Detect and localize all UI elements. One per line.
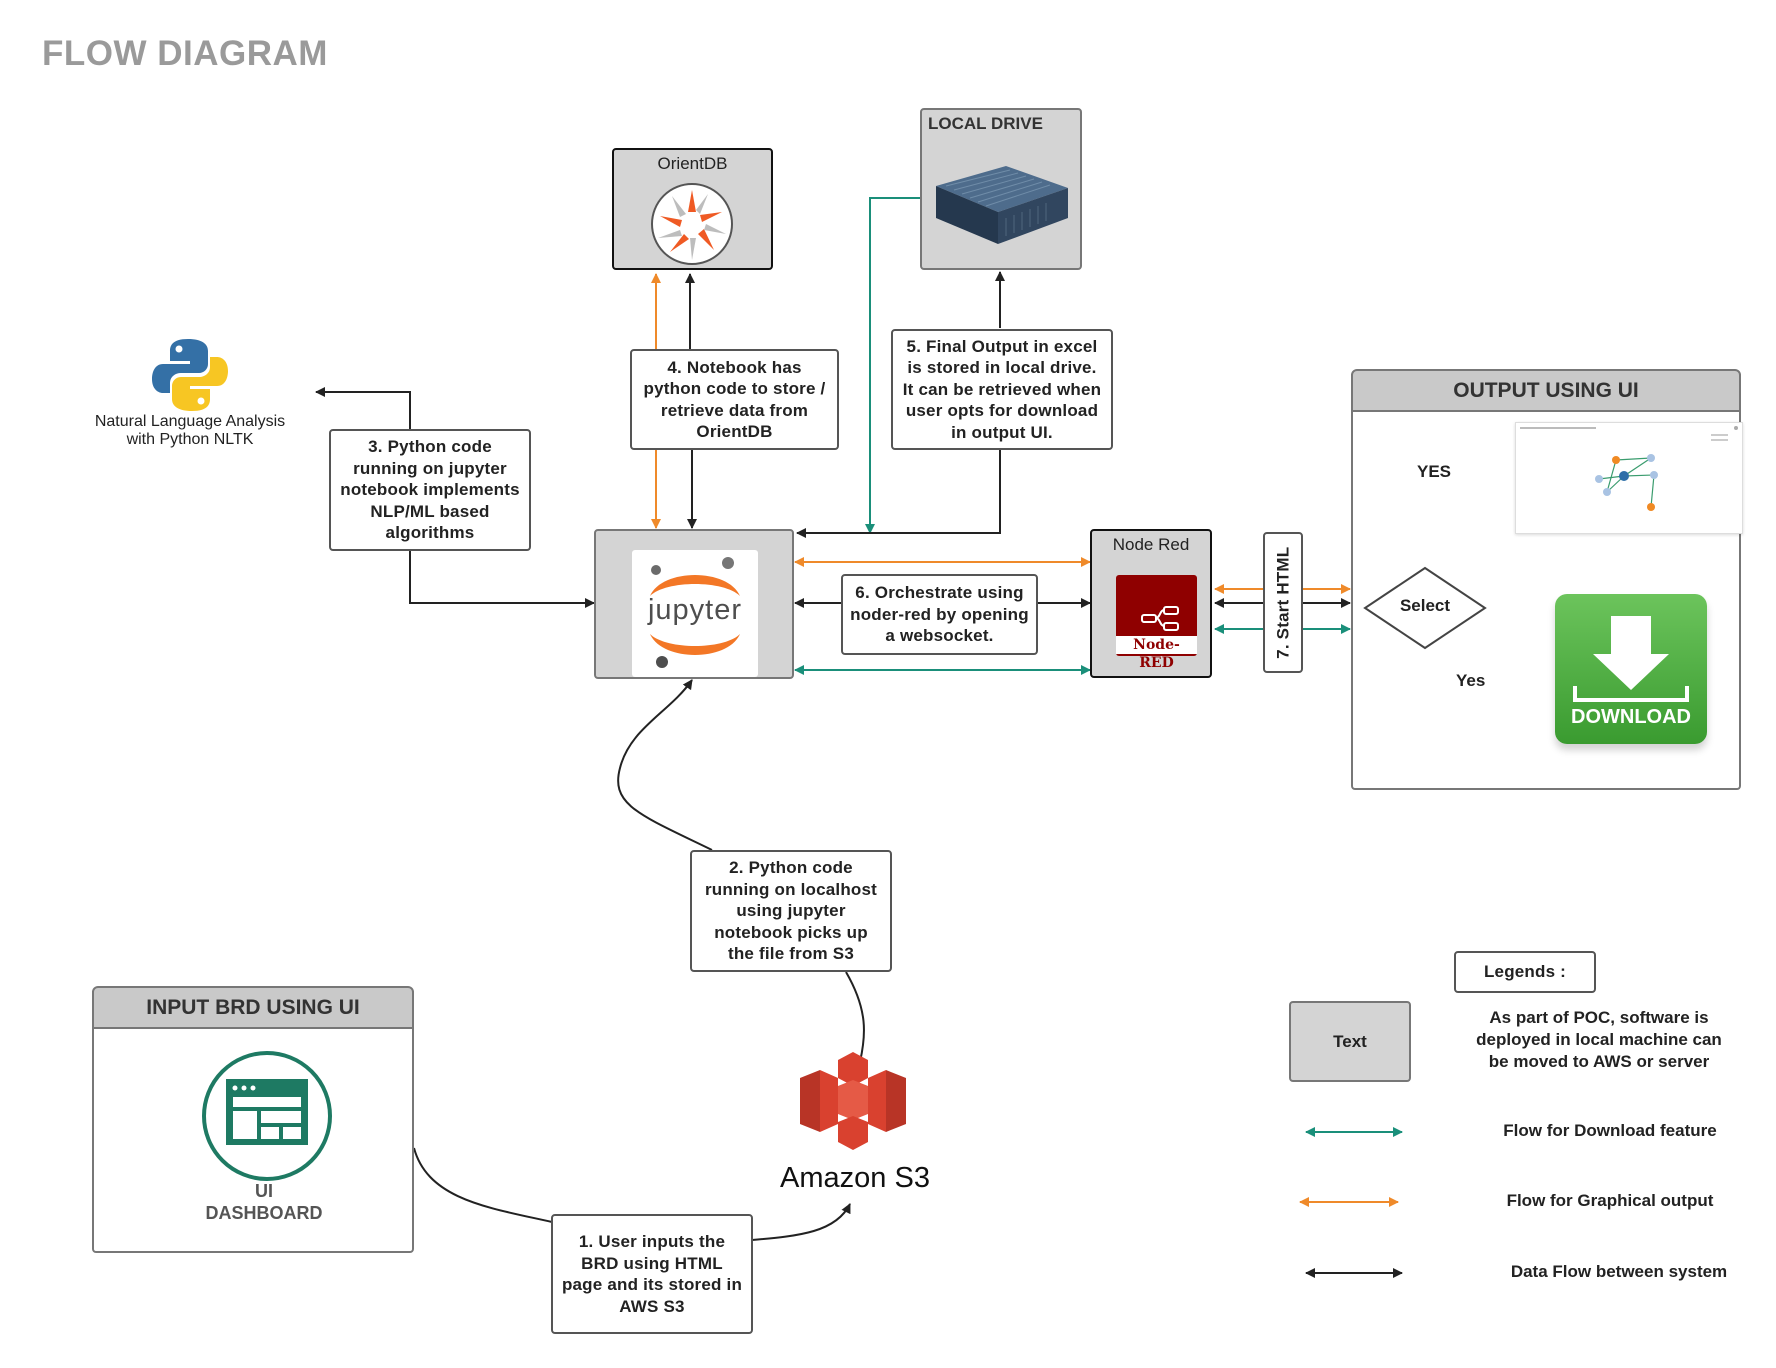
black-step5-jupyter [796,450,1001,538]
input-panel: UI DASHBOARD [92,1027,414,1253]
legend-poc-note: As part of POC, software is deployed in … [1476,1008,1722,1071]
curve-step1-s3 [751,1203,851,1241]
legend-title-box: Legends : [1454,951,1596,993]
step5-box: 5. Final Output in excel is stored in lo… [891,329,1113,450]
python-logo-icon [152,339,228,411]
jupyter-node: jupyter [594,529,794,679]
download-label: DOWNLOAD [1571,706,1691,728]
step1-box: 1. User inputs the BRD using HTML page a… [551,1214,753,1334]
download-button[interactable]: DOWNLOAD [1555,594,1707,744]
output-panel-header: OUTPUT USING UI [1351,369,1741,412]
teal-jupyter-localdrive [865,193,931,534]
output-panel: YES Select Yes [1351,410,1743,790]
step3-box: 3. Python code running on jupyter notebo… [329,429,531,551]
legend-black-text: Data Flow between system [1510,1262,1728,1281]
local-drive-label: LOCAL DRIVE [928,114,1043,133]
download-arrow-icon [1573,616,1689,702]
curve-input-step1 [413,1147,553,1223]
graph-thumbnail [1515,422,1743,534]
select-label: Select [1399,596,1451,615]
node-red-flow-icon [1141,606,1179,631]
jupyter-logo-text: jupyter [647,594,743,626]
local-drive-node: LOCAL DRIVE [920,108,1082,270]
dashboard-icon [202,1051,332,1181]
s3-node: Amazon S3 [770,1052,940,1194]
s3-label: Amazon S3 [780,1162,930,1194]
curve-step2-jupyter [617,679,713,851]
orientdb-label: OrientDB [657,154,728,173]
step7-box: 7. Start HTML [1263,532,1303,673]
dashboard-line2: DASHBOARD [205,1203,323,1223]
input-panel-header: INPUT BRD USING UI [92,986,414,1029]
dashboard-line1: UI [255,1181,273,1201]
orientdb-logo-icon [651,183,733,265]
legend-teal-text: Flow for Download feature [1503,1121,1717,1140]
hard-drive-icon [936,166,1068,244]
yes-lower-label: Yes [1456,671,1486,690]
legend-sample-text: Text [1333,1031,1367,1051]
node-red-label: Node Red [1112,535,1190,554]
step7-label: 7. Start HTML [1273,546,1293,659]
node-red-node: Node Red Node-RED [1090,529,1212,678]
step6-box: 6. Orchestrate using noder-red by openin… [841,574,1038,655]
curve-step2-s3 [845,971,865,1063]
python-node: Natural Language Analysis with Python NL… [80,335,300,455]
legend-sample-box: Text [1289,1001,1411,1082]
jupyter-logo: jupyter [632,550,758,677]
step2-box: 2. Python code running on localhost usin… [690,850,892,972]
select-decision-diamond [1363,566,1487,650]
step4-box: 4. Notebook has python code to store / r… [630,349,839,450]
legend-orange-text: Flow for Graphical output [1506,1191,1714,1210]
yes-upper-label: YES [1417,462,1452,481]
arrow-to-jupyter-from-step3 [409,549,595,608]
node-red-logo: Node-RED [1116,575,1197,671]
orientdb-node: OrientDB [612,148,773,270]
jupyter-logo-icon [650,557,740,668]
s3-bucket-icon [800,1052,906,1150]
python-caption: Natural Language Analysis with Python NL… [94,413,286,448]
page-title: FLOW DIAGRAM [42,34,328,73]
arrow-to-python [315,387,411,433]
node-red-logo-text: Node-RED [1116,636,1197,671]
graph-preview-icon [1520,426,1738,511]
